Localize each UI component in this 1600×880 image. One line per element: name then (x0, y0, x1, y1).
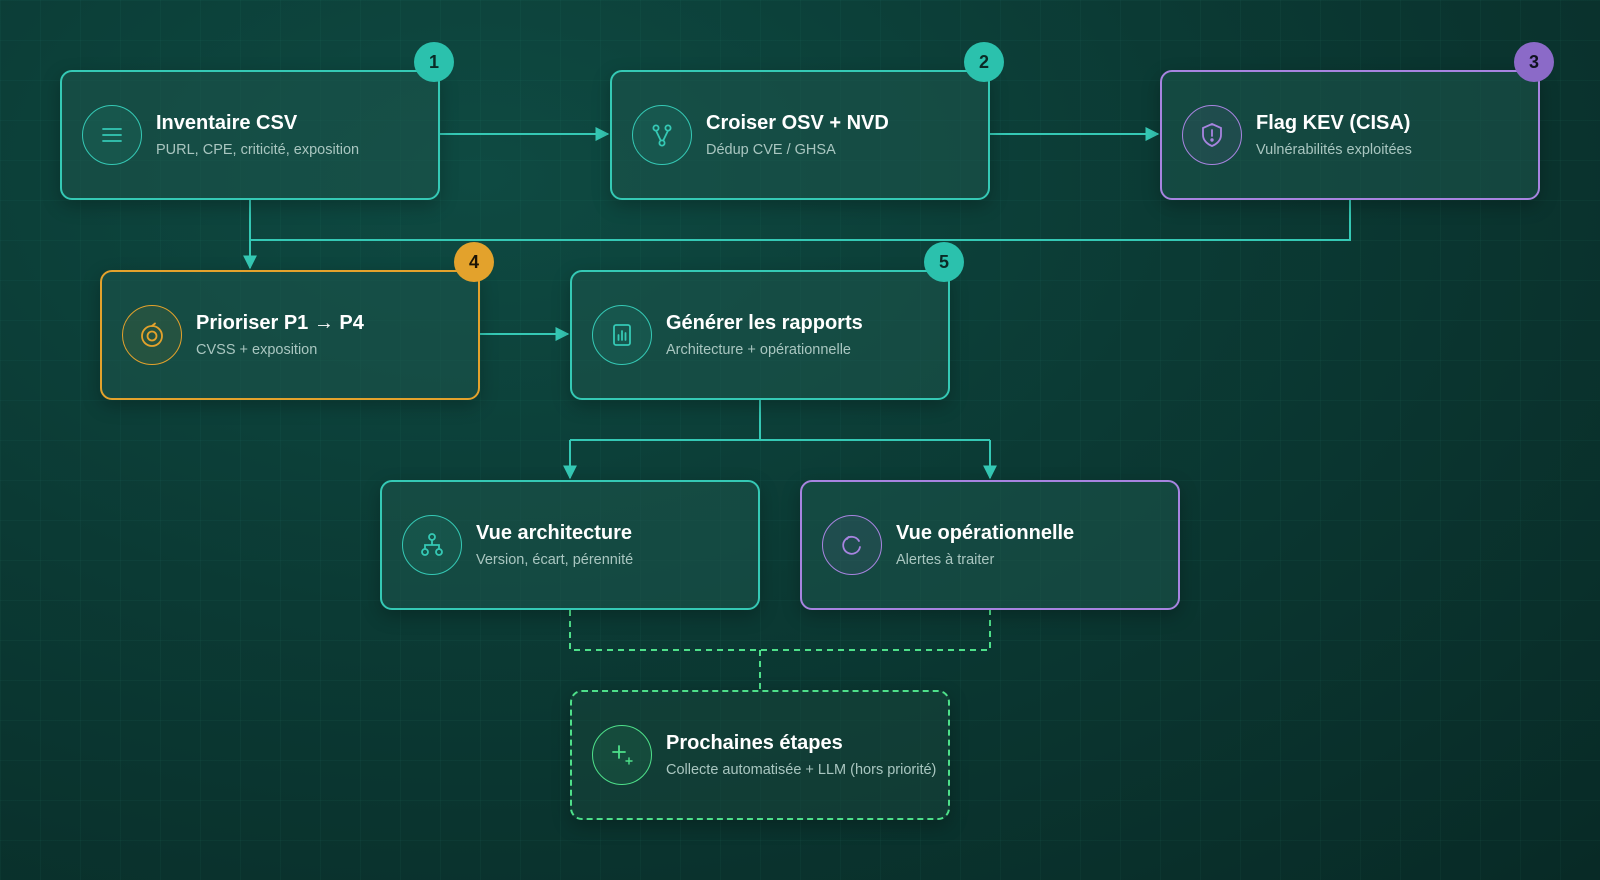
node-subtitle: Architecture + opérationnelle (666, 342, 851, 358)
report-chart-icon (592, 305, 652, 365)
node-title: Inventaire CSV (156, 112, 298, 134)
node-title: Prioriser P1 → P4 (196, 312, 364, 334)
node-subtitle: Version, écart, pérennité (476, 552, 634, 568)
node-vue-architecture[interactable]: Vue architecture Version, écart, pérenni… (380, 480, 760, 610)
step-badge: 1 (414, 42, 454, 82)
node-prioriser[interactable]: Prioriser P1 → P4 CVSS + exposition 4 (100, 242, 494, 400)
node-title: Flag KEV (CISA) (1256, 112, 1411, 134)
node-subtitle: Dédup CVE / GHSA (706, 142, 836, 158)
node-subtitle: PURL, CPE, criticité, exposition (156, 142, 360, 158)
node-subtitle: Vulnérabilités exploitées (1256, 142, 1412, 158)
node-title: Croiser OSV + NVD (706, 112, 889, 134)
node-inventaire-csv[interactable]: Inventaire CSV PURL, CPE, criticité, exp… (60, 42, 454, 200)
node-subtitle: CVSS + exposition (196, 342, 318, 358)
refresh-icon (822, 515, 882, 575)
hierarchy-icon (402, 515, 462, 575)
node-title: Vue opérationnelle (896, 522, 1075, 544)
node-prochaines-etapes[interactable]: Prochaines étapes Collecte automatisée +… (570, 690, 950, 820)
node-title: Prochaines étapes (666, 732, 843, 754)
sparkle-plus-icon (592, 725, 652, 785)
step-badge: 2 (964, 42, 1004, 82)
step-badge: 5 (924, 242, 964, 282)
target-icon (122, 305, 182, 365)
node-flag-kev[interactable]: Flag KEV (CISA) Vulnérabilités exploitée… (1160, 42, 1554, 200)
node-title: Générer les rapports (666, 312, 863, 334)
node-generer-rapports[interactable]: Générer les rapports Architecture + opér… (570, 242, 964, 400)
connector-flag-kev-return (250, 200, 1351, 241)
merge-icon (632, 105, 692, 165)
shield-alert-icon (1182, 105, 1242, 165)
connector-generer-split (570, 400, 990, 441)
step-badge: 3 (1514, 42, 1554, 82)
node-title: Vue architecture (476, 522, 632, 544)
list-icon (82, 105, 142, 165)
connector-dashed-merge (569, 610, 991, 690)
node-subtitle: Collecte automatisée + LLM (hors priorit… (666, 762, 937, 778)
node-vue-operationnelle[interactable]: Vue opérationnelle Alertes à traiter (800, 480, 1180, 610)
step-badge: 4 (454, 242, 494, 282)
node-subtitle: Alertes à traiter (896, 552, 995, 568)
node-croiser-osv-nvd[interactable]: Croiser OSV + NVD Dédup CVE / GHSA 2 (610, 42, 1004, 200)
